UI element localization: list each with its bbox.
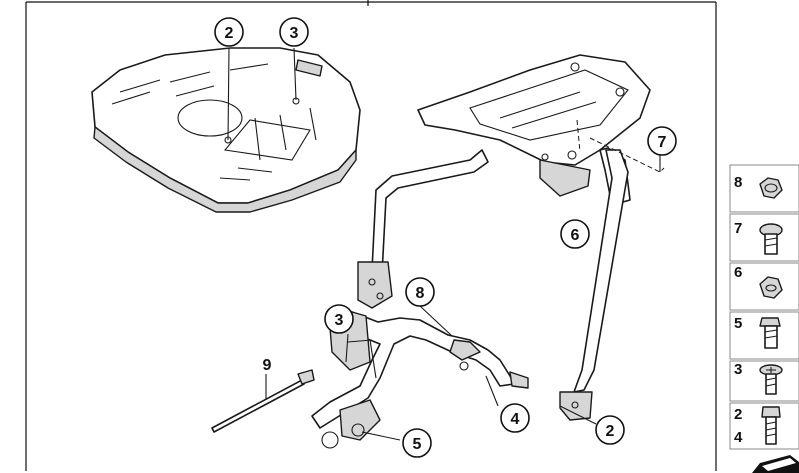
- parts-strip-row[interactable]: 8: [729, 164, 799, 213]
- callout-label: 3: [290, 25, 299, 42]
- callout-2-top[interactable]: 2: [214, 17, 244, 47]
- callout-8[interactable]: 8: [405, 277, 435, 307]
- callout-label: 8: [416, 285, 425, 302]
- parts-strip-row[interactable]: 7: [729, 213, 799, 262]
- callout-5[interactable]: 5: [402, 428, 432, 458]
- parts-strip-row[interactable]: 6: [729, 262, 799, 311]
- callout-2-bottom[interactable]: 2: [595, 415, 625, 445]
- parts-strip-row[interactable]: 5: [729, 311, 799, 360]
- parts-strip-footer-shape: [752, 455, 799, 473]
- hex-flange-bolt-icon: [761, 406, 781, 445]
- callout-label: 4: [511, 411, 520, 428]
- parts-strip-label: 6: [734, 264, 742, 281]
- parts-strip-row[interactable]: 3: [729, 360, 799, 402]
- callout-label: 2: [225, 25, 234, 42]
- callout-3-mid[interactable]: 3: [324, 304, 354, 334]
- parts-strip: 8 7 6 5: [729, 164, 799, 473]
- label-9[interactable]: 9: [263, 357, 272, 374]
- callout-label: 7: [658, 134, 667, 151]
- round-head-bolt-icon: [759, 223, 783, 255]
- rack-top-plate: [91, 47, 361, 213]
- callout-label: 6: [571, 227, 580, 244]
- parts-strip-label: 8: [734, 174, 742, 191]
- carrier-frame: [357, 54, 665, 421]
- parts-strip-label: 2: [734, 406, 742, 423]
- parts-strip-row[interactable]: 2 4: [729, 402, 799, 450]
- parts-strip-label: 5: [734, 315, 742, 332]
- parts-strip-label: 7: [734, 220, 742, 237]
- hex-nut-icon: [759, 177, 783, 199]
- callout-7[interactable]: 7: [647, 126, 677, 156]
- callout-label: 5: [413, 436, 422, 453]
- cable-tie: [211, 369, 315, 433]
- flange-nut-icon: [759, 276, 783, 299]
- diagram-frame: [25, 0, 717, 471]
- callout-label: 3: [335, 312, 344, 329]
- phillips-screw-icon: [759, 364, 783, 395]
- callout-3-top[interactable]: 3: [279, 17, 309, 47]
- callout-4[interactable]: 4: [500, 403, 530, 433]
- leader-lines: [227, 47, 661, 441]
- side-bracket: [311, 311, 529, 449]
- callout-6[interactable]: 6: [560, 219, 590, 249]
- callout-label: 2: [606, 423, 615, 440]
- parts-strip-label: 3: [734, 361, 742, 378]
- hex-bolt-icon: [759, 317, 781, 349]
- parts-strip-label: 4: [734, 429, 743, 446]
